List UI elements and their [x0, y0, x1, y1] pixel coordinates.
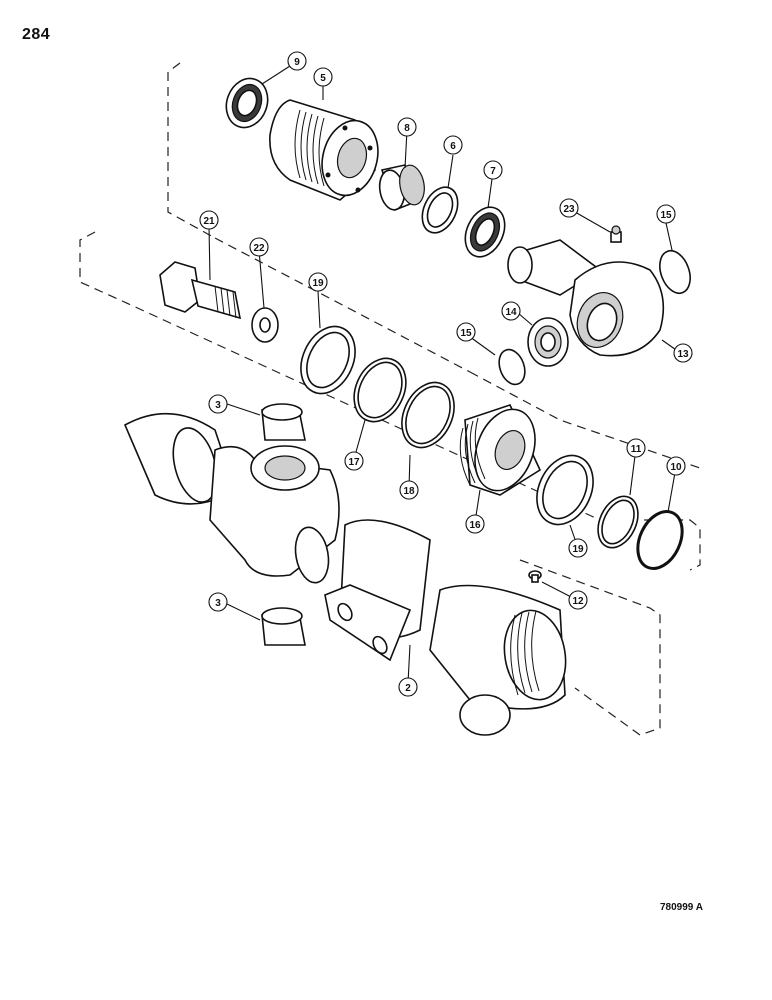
callout-15-upper: 15: [656, 204, 676, 224]
svg-text:17: 17: [348, 457, 360, 468]
svg-text:16: 16: [469, 520, 481, 531]
callout-22: 22: [249, 237, 269, 257]
svg-text:19: 19: [312, 278, 324, 289]
washer-part: [251, 307, 279, 343]
spherical-bearing-part: [527, 317, 569, 367]
callout-21: 21: [199, 210, 219, 230]
wiper-seal-part: [225, 77, 269, 129]
retaining-ring-lower: [498, 348, 526, 386]
screw-part: [528, 570, 542, 583]
callout-15-lower: 15: [456, 322, 476, 342]
cylinder-tube-part: [324, 519, 431, 662]
svg-text:6: 6: [450, 141, 456, 152]
grease-fitting-part: [610, 225, 622, 243]
callout-3-lower: 3: [208, 592, 228, 612]
svg-text:19: 19: [572, 544, 584, 555]
svg-text:7: 7: [490, 166, 496, 177]
svg-text:2: 2: [405, 683, 411, 694]
upper-dashed-boundary: [167, 62, 701, 469]
callout-11: 11: [626, 438, 646, 458]
callout-19-upper: 19: [308, 272, 328, 292]
ring-part-6: [421, 186, 459, 234]
cylinder-base-part: [123, 412, 340, 584]
pin-bushing-upper: [261, 403, 306, 441]
retaining-ring-upper: [659, 249, 691, 295]
callout-3-upper: 3: [208, 394, 228, 414]
backup-ring-part: [597, 495, 639, 549]
pin-bushing-lower: [261, 607, 306, 646]
seal-part-7: [464, 206, 506, 258]
callout-6: 6: [443, 135, 463, 155]
callout-9: 9: [287, 51, 307, 71]
svg-text:15: 15: [660, 210, 672, 221]
svg-text:5: 5: [320, 73, 326, 84]
svg-text:3: 3: [215, 598, 221, 609]
piston-rod-eye-part: [507, 239, 665, 357]
svg-text:11: 11: [631, 444, 642, 455]
svg-text:18: 18: [403, 486, 415, 497]
piston-part: [459, 404, 542, 496]
bushing-part: [378, 164, 425, 212]
callout-8: 8: [397, 117, 417, 137]
callout-7: 7: [483, 160, 503, 180]
page-number: 284: [22, 26, 51, 43]
svg-text:3: 3: [215, 400, 221, 411]
gland-part: [269, 99, 379, 201]
callout-18: 18: [399, 480, 419, 500]
callout-5: 5: [313, 67, 333, 87]
tube-end-part: [429, 584, 567, 736]
svg-text:10: 10: [670, 462, 682, 473]
drawing-number: 780999 A: [660, 902, 703, 913]
callout-16: 16: [465, 514, 485, 534]
svg-text:23: 23: [563, 204, 575, 215]
svg-text:14: 14: [505, 307, 517, 318]
callout-19-lower: 19: [568, 538, 588, 558]
svg-text:12: 12: [572, 596, 584, 607]
svg-text:22: 22: [253, 243, 265, 254]
svg-text:9: 9: [294, 57, 300, 68]
callout-10: 10: [666, 456, 686, 476]
callout-12: 12: [568, 590, 588, 610]
callout-17: 17: [344, 451, 364, 471]
seal-ring-17: [353, 357, 407, 423]
wear-ring-lower: [536, 454, 594, 526]
o-ring-part: [636, 510, 684, 570]
svg-text:13: 13: [677, 349, 689, 360]
callout-2: 2: [398, 677, 418, 697]
seal-ring-18: [401, 381, 455, 449]
bolt-part: [159, 261, 242, 320]
callout-23: 23: [559, 198, 579, 218]
svg-text:15: 15: [460, 328, 472, 339]
svg-text:21: 21: [203, 216, 215, 227]
callout-14: 14: [501, 301, 521, 321]
callout-13: 13: [673, 343, 693, 363]
wear-ring-upper: [300, 325, 356, 395]
svg-text:8: 8: [404, 123, 410, 134]
